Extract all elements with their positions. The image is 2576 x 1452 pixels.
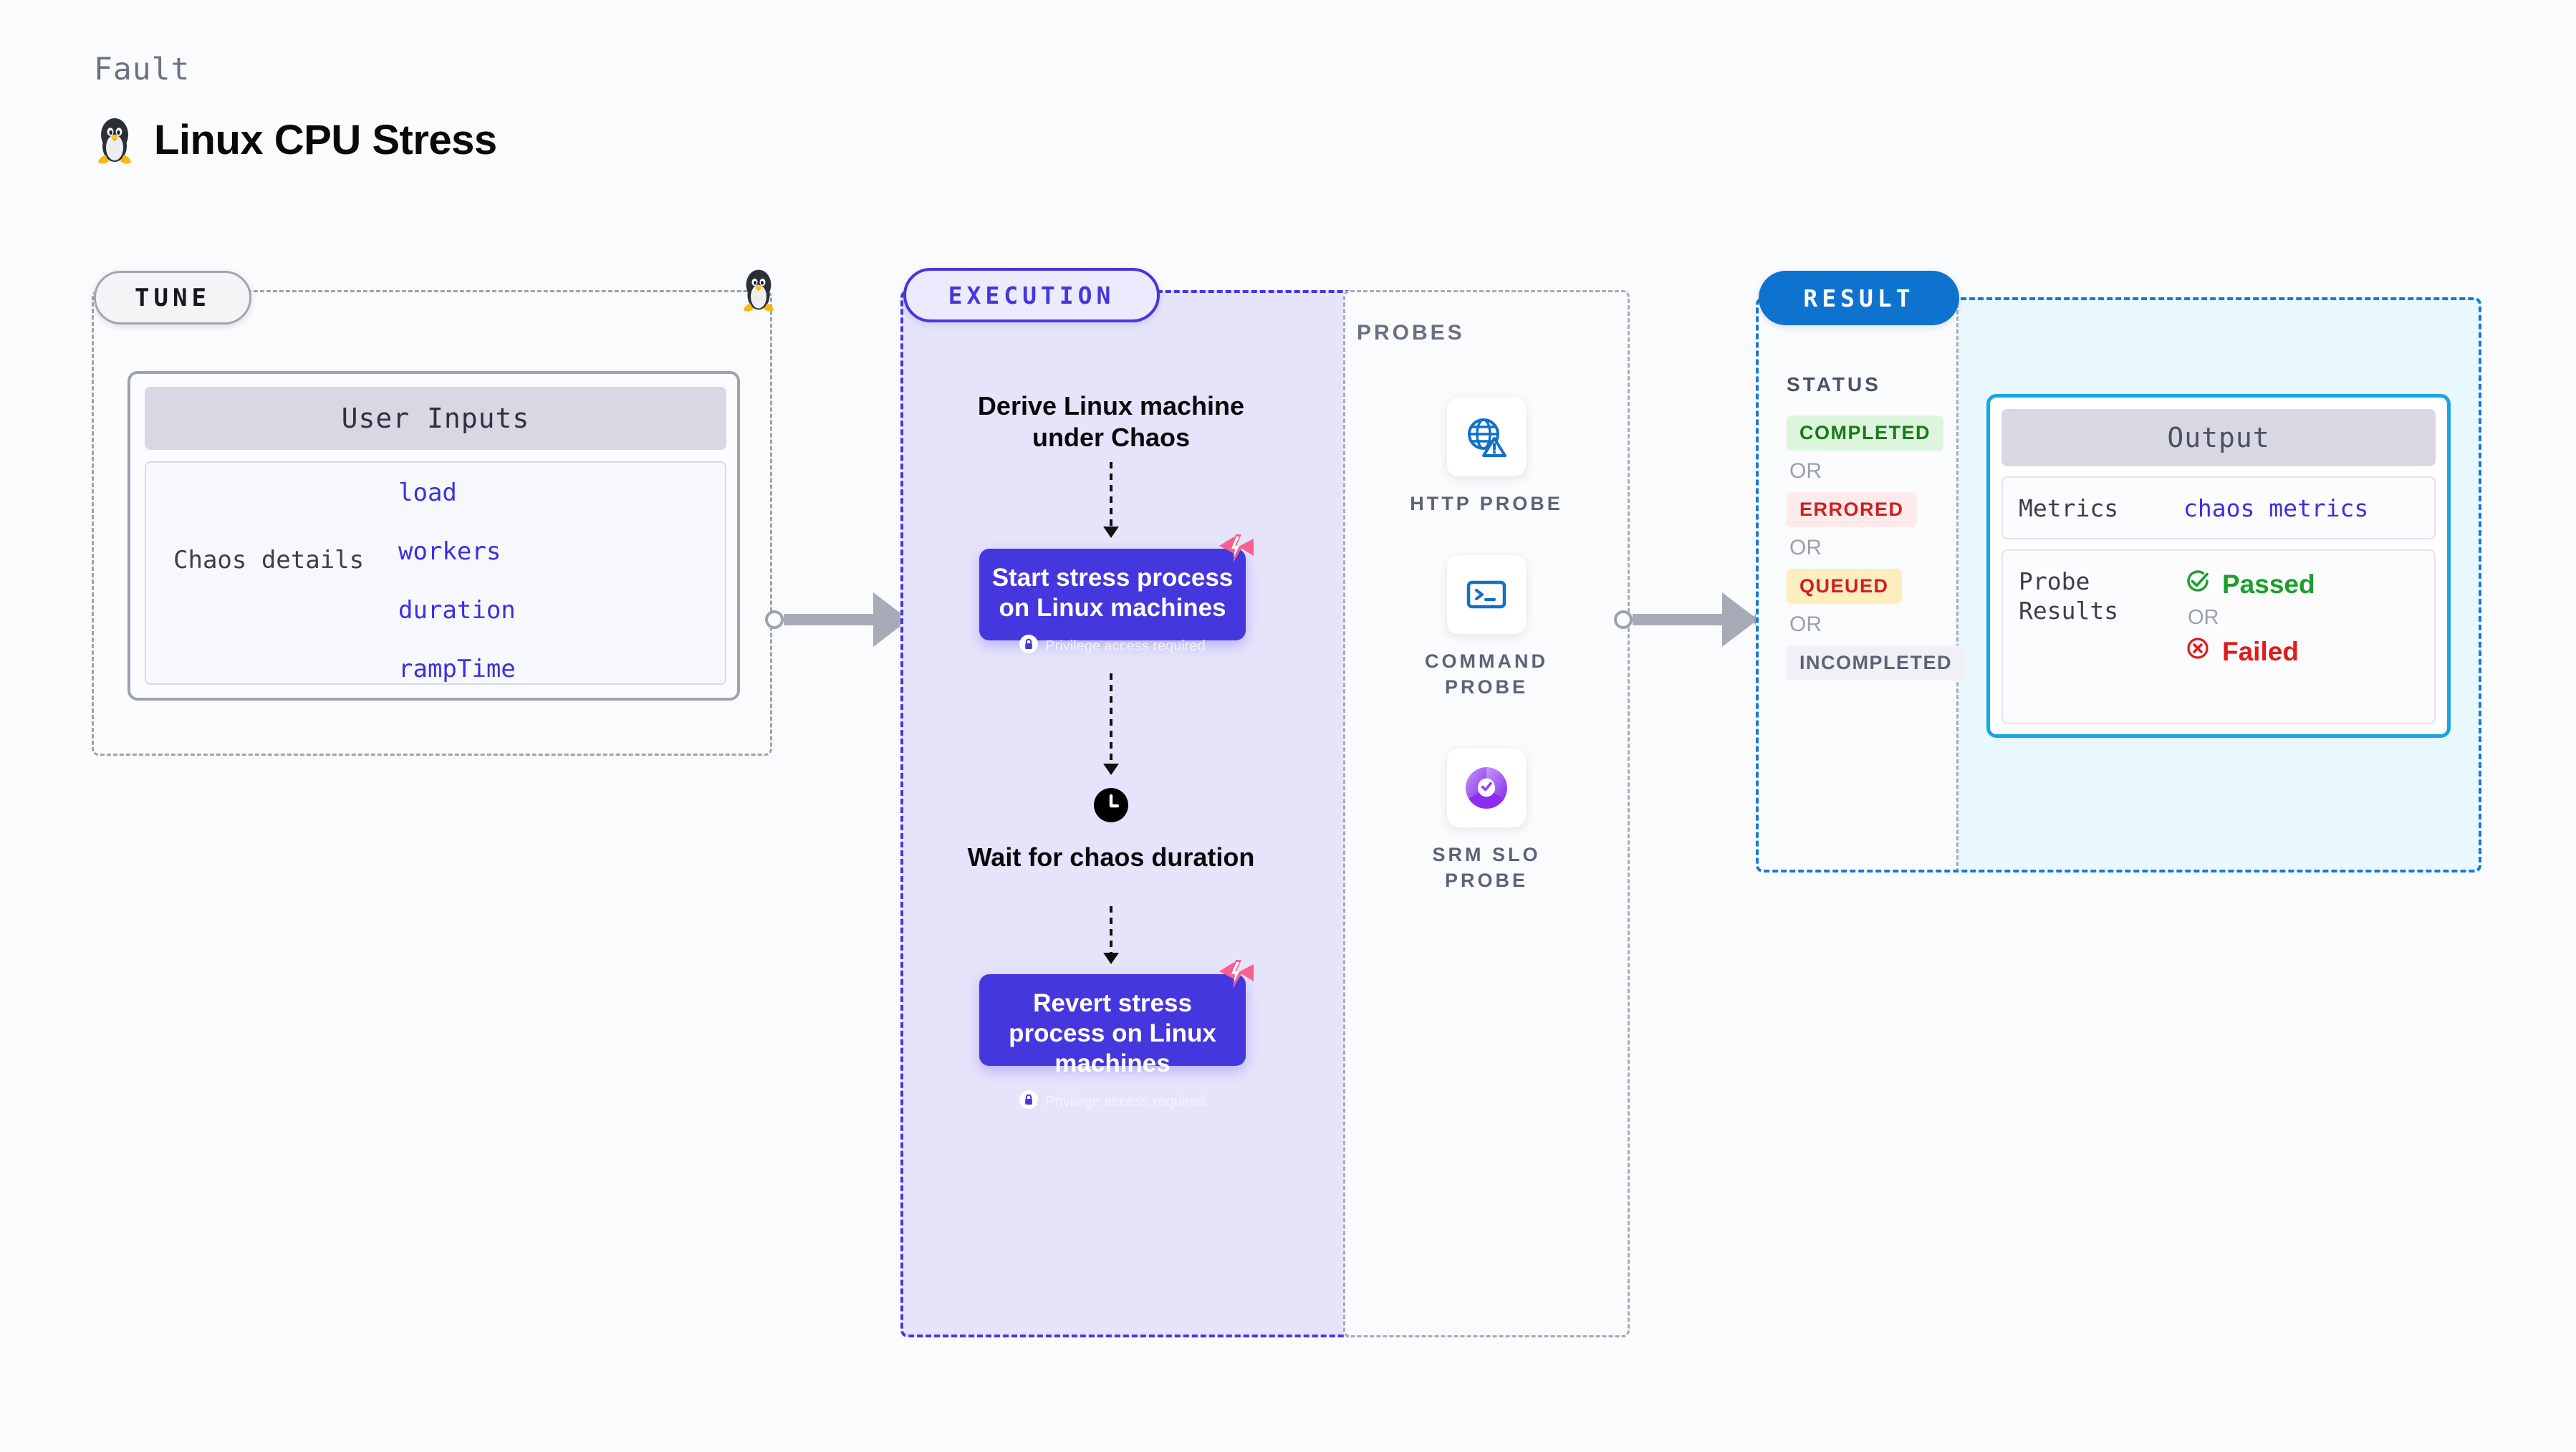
- wait-step-label: Wait for chaos duration: [967, 842, 1255, 872]
- user-inputs-card: User Inputs Chaos details load workers d…: [128, 371, 740, 701]
- page-title: Linux CPU Stress: [154, 116, 497, 163]
- revert-stress-privilege-text: Privilege access required: [1045, 1093, 1206, 1110]
- flow-arrow-line-3: [1110, 906, 1112, 963]
- status-label: STATUS: [1787, 373, 1881, 395]
- user-inputs-header: User Inputs: [145, 387, 726, 450]
- derive-step-label: Derive Linux machine under Chaos: [977, 391, 1245, 452]
- probe-srm-slo[interactable]: SRM SLO PROBE: [1408, 749, 1565, 894]
- result-panel: [1756, 297, 2481, 872]
- page-kicker: Fault: [94, 52, 191, 87]
- connector-line: [1633, 614, 1722, 625]
- metrics-value[interactable]: chaos metrics: [2183, 494, 2369, 522]
- status-or-1: OR: [1789, 459, 1822, 483]
- param-ramptime[interactable]: rampTime: [398, 655, 516, 683]
- probes-label: PROBES: [1357, 321, 1465, 345]
- probe-result-failed: Failed: [2183, 634, 2315, 669]
- output-card: Output Metrics chaos metrics Probe Resul…: [1986, 394, 2451, 738]
- start-stress-step[interactable]: Start stress process on Linux machines P…: [979, 534, 1254, 654]
- chaos-details-label: Chaos details: [173, 546, 365, 574]
- flow-arrow-line-2: [1110, 673, 1112, 765]
- clock-icon: [1094, 788, 1128, 826]
- connector-line: [784, 614, 873, 625]
- globe-warning-icon: [1447, 398, 1526, 476]
- flow-arrow-head-2: [1103, 764, 1119, 775]
- connector-execution-to-result: [1614, 592, 1772, 647]
- tune-panel: [92, 290, 772, 756]
- probe-result-passed: Passed: [2183, 567, 2315, 602]
- status-badge-errored: ERRORED: [1787, 492, 1917, 527]
- metrics-row: Metrics chaos metrics: [2001, 476, 2436, 539]
- probe-results-values: Passed OR Failed: [2183, 567, 2315, 723]
- chaos-details-box: Chaos details load workers duration ramp…: [145, 461, 726, 685]
- probe-http[interactable]: HTTP PROBE: [1408, 398, 1565, 516]
- connector-start-dot: [765, 610, 784, 629]
- status-or-3: OR: [1789, 612, 1822, 636]
- probe-result-failed-text: Failed: [2222, 636, 2299, 666]
- harness-chaos-icon: [1216, 530, 1257, 572]
- lock-icon: [1019, 1090, 1039, 1113]
- execution-badge[interactable]: EXECUTION: [903, 268, 1160, 322]
- revert-stress-privilege: Privilege access required: [991, 1090, 1234, 1113]
- slo-donut-check-icon: [1447, 749, 1526, 827]
- revert-stress-title: Revert stress process on Linux machines: [1009, 989, 1216, 1077]
- terminal-icon: [1447, 555, 1526, 634]
- harness-chaos-icon: [1216, 956, 1257, 997]
- page-title-row: Linux CPU Stress: [94, 115, 497, 165]
- probe-result-or: OR: [2188, 606, 2219, 629]
- lock-icon: [1019, 635, 1039, 658]
- status-badge-completed: COMPLETED: [1787, 415, 1944, 451]
- probe-srm-slo-label: SRM SLO PROBE: [1432, 844, 1541, 892]
- flow-arrow-head-1: [1103, 527, 1119, 538]
- chaos-params-list: load workers duration rampTime: [398, 479, 516, 683]
- param-load[interactable]: load: [398, 479, 457, 507]
- tune-badge[interactable]: TUNE: [94, 271, 251, 324]
- probe-result-passed-text: Passed: [2222, 569, 2315, 599]
- probe-http-label: HTTP PROBE: [1410, 493, 1563, 514]
- param-duration[interactable]: duration: [398, 596, 516, 625]
- flow-arrow-line-1: [1110, 462, 1112, 528]
- status-list: COMPLETED OR ERRORED OR QUEUED OR INCOMP…: [1787, 415, 1966, 681]
- status-badge-incompleted: INCOMPLETED: [1787, 645, 1966, 681]
- result-badge[interactable]: RESULT: [1759, 271, 1959, 325]
- param-workers[interactable]: workers: [398, 537, 501, 566]
- linux-penguin-icon: [739, 266, 778, 316]
- start-stress-privilege-text: Privilege access required: [1045, 638, 1206, 654]
- probe-results-label: Probe Results: [2019, 567, 2119, 625]
- revert-stress-step[interactable]: Revert stress process on Linux machines …: [979, 960, 1254, 1110]
- x-circle-icon: [2183, 634, 2212, 669]
- status-badge-queued: QUEUED: [1787, 569, 1902, 604]
- probe-command-label: COMMAND PROBE: [1425, 650, 1548, 698]
- check-circle-icon: [2183, 567, 2212, 602]
- probe-command[interactable]: COMMAND PROBE: [1408, 555, 1565, 701]
- connector-tune-to-execution: [765, 592, 923, 647]
- linux-penguin-icon: [94, 115, 135, 165]
- connector-arrow-head: [1722, 592, 1758, 647]
- connector-start-dot: [1614, 610, 1633, 629]
- start-stress-title: Start stress process on Linux machines: [991, 564, 1234, 622]
- flow-arrow-head-3: [1103, 953, 1119, 964]
- status-or-2: OR: [1789, 536, 1822, 559]
- output-header: Output: [2001, 409, 2436, 466]
- start-stress-privilege: Privilege access required: [991, 635, 1234, 658]
- metrics-label: Metrics: [2019, 494, 2119, 522]
- probe-results-row: Probe Results Passed OR: [2001, 549, 2436, 724]
